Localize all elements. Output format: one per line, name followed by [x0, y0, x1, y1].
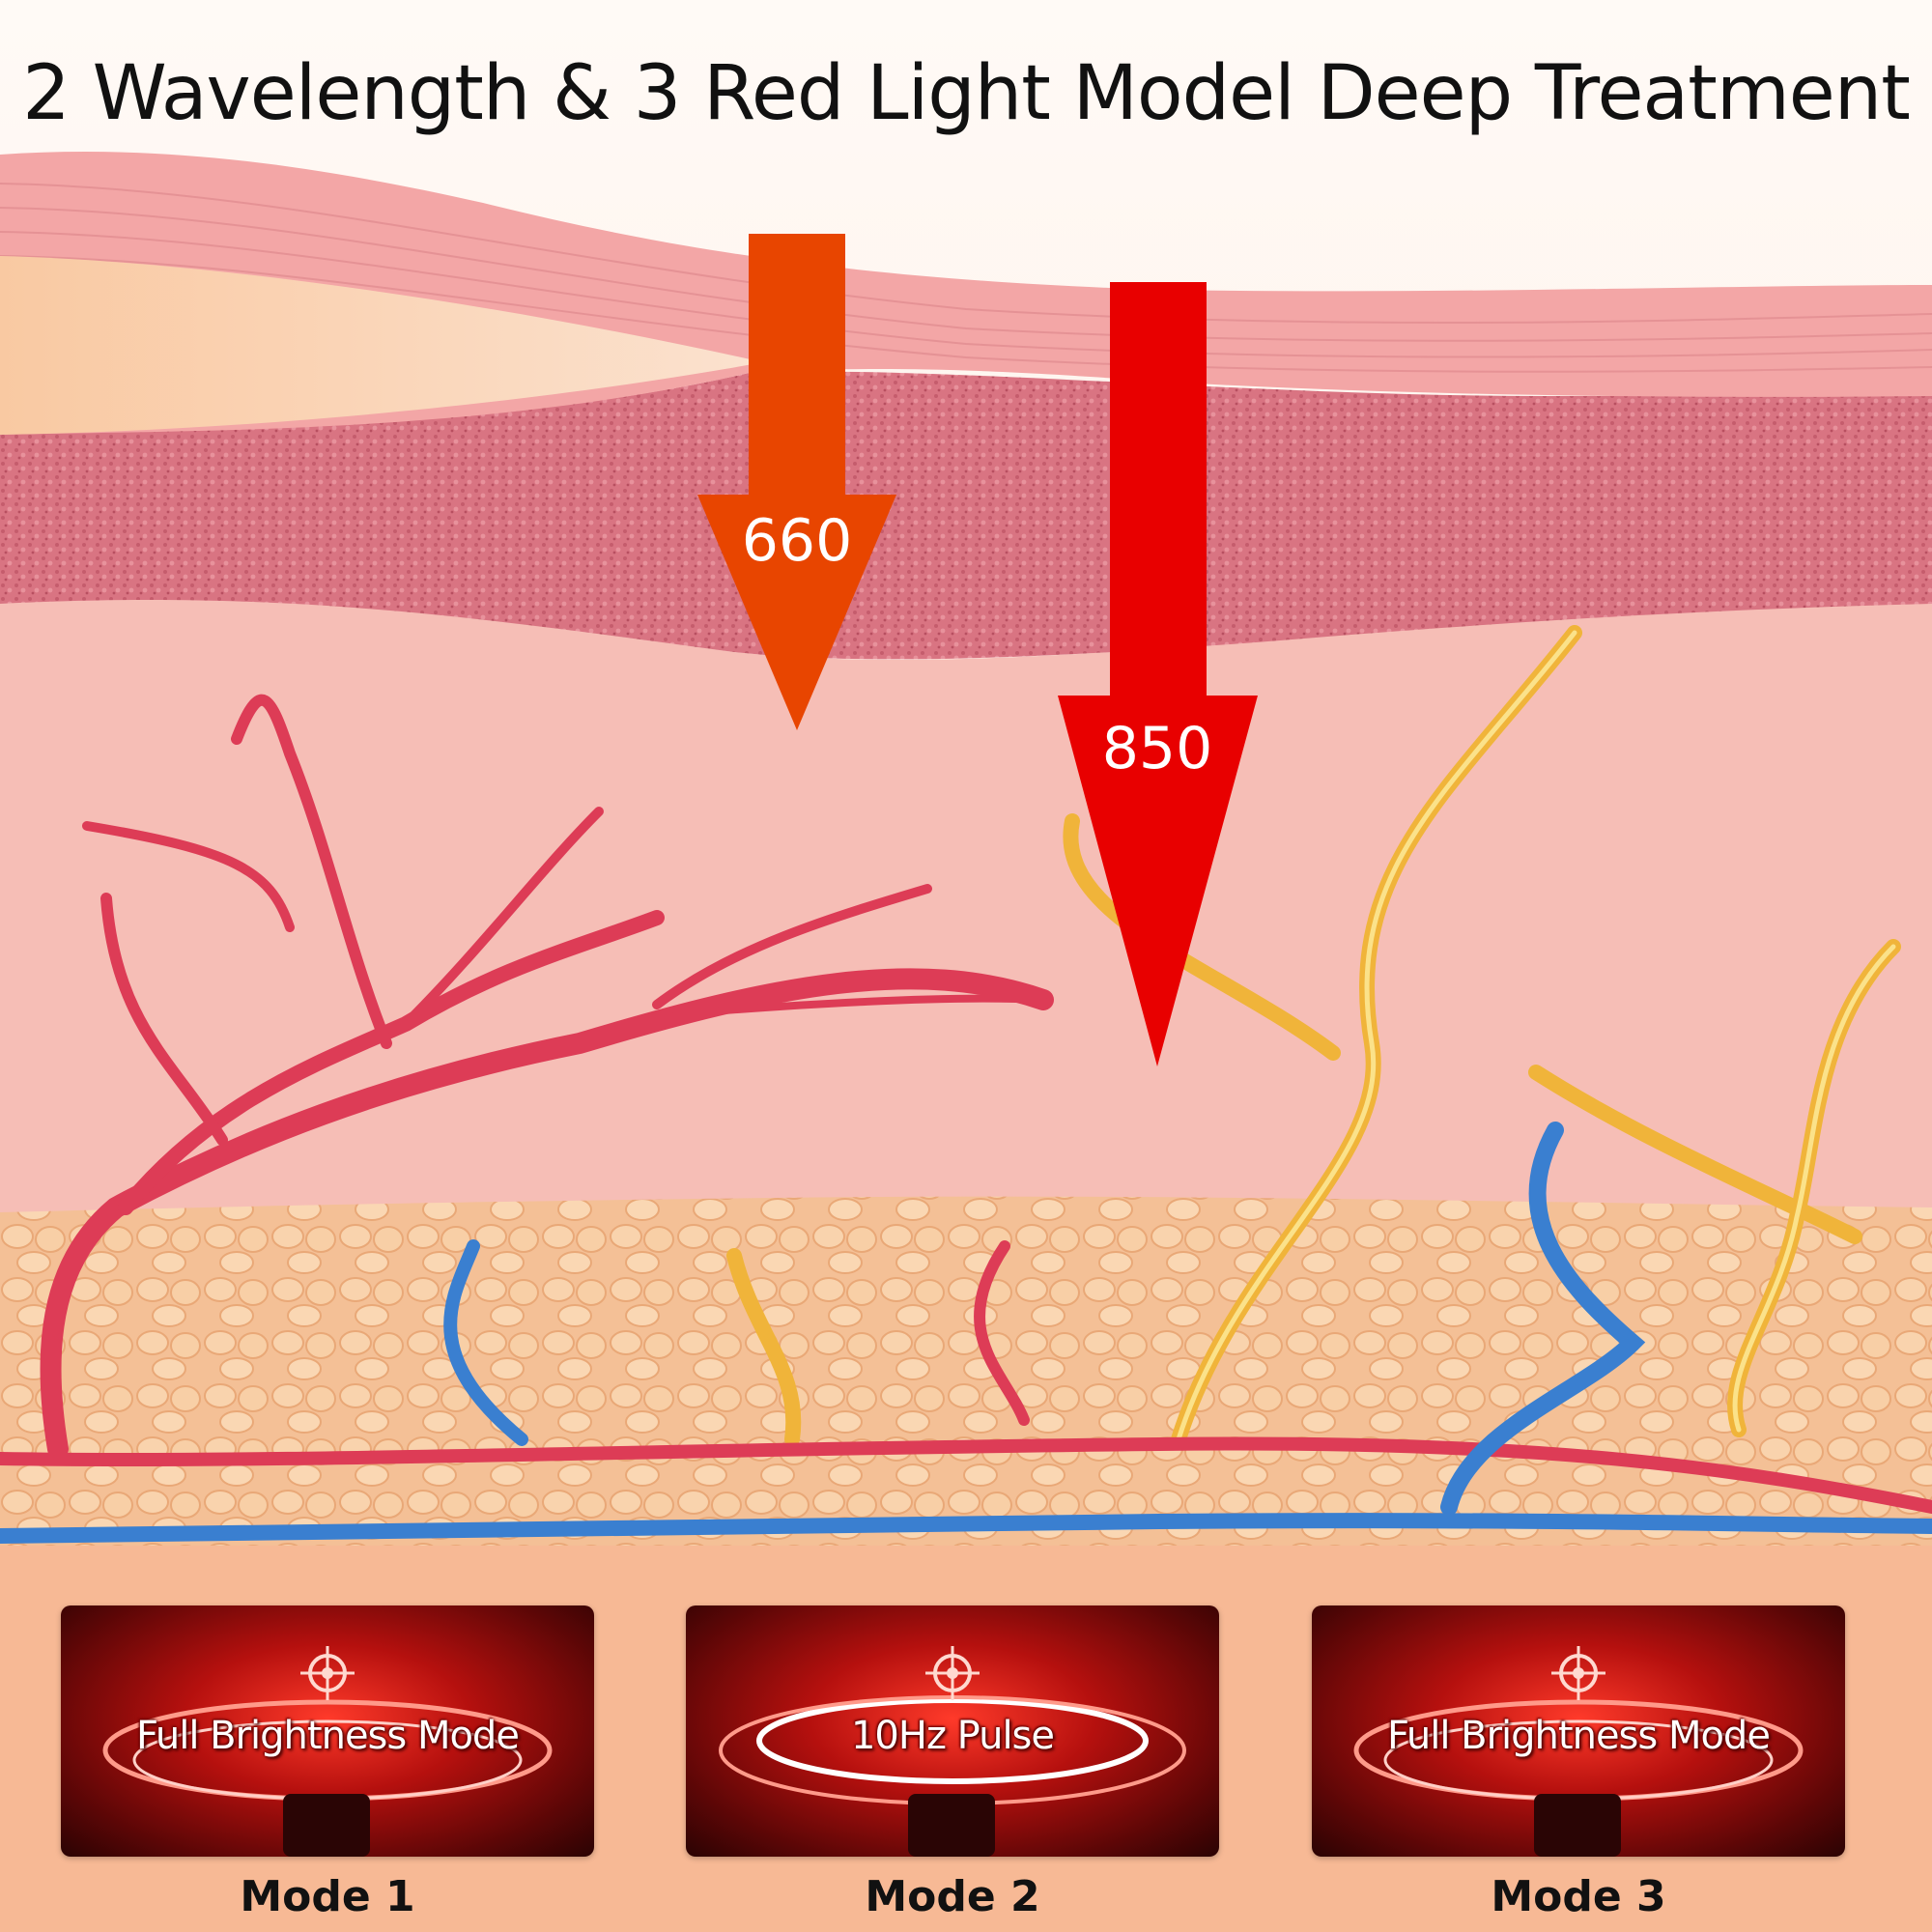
mode-caption-3: Mode 3 [1491, 1872, 1666, 1921]
cream-layer [0, 256, 763, 435]
arteries [0, 694, 1932, 1514]
epidermis-stripes [0, 183, 1932, 373]
arrow-660 [697, 234, 896, 730]
mode-title: Full Brightness Mode [136, 1714, 520, 1758]
mode-caption-1: Mode 1 [240, 1872, 415, 1921]
target-ring-graphic [1353, 1646, 1804, 1857]
page-title: 2 Wavelength & 3 Red Light Model Deep Tr… [22, 50, 1911, 137]
target-ring-graphic [102, 1646, 553, 1857]
target-ring-graphic [719, 1646, 1186, 1857]
veins [0, 1122, 1932, 1544]
mode-title: 10Hz Pulse [850, 1714, 1055, 1758]
mode-card-3: Full Brightness Mode [1312, 1605, 1845, 1857]
mode-card-2: 10Hz Pulse [686, 1605, 1219, 1857]
mode-title: Full Brightness Mode [1387, 1714, 1771, 1758]
crosshair-icon [925, 1646, 980, 1700]
wavelength-850-label: 850 [1101, 715, 1213, 782]
arrow-850 [1058, 282, 1258, 1066]
wavelength-660-label: 660 [741, 507, 853, 575]
mode-caption-2: Mode 2 [865, 1872, 1040, 1921]
crosshair-icon [1551, 1646, 1605, 1700]
dermis-textured-layer [0, 371, 1932, 660]
fat-layer [0, 1186, 1932, 1546]
mode-card-1: Full Brightness Mode [61, 1605, 594, 1857]
crosshair-icon [300, 1646, 355, 1700]
